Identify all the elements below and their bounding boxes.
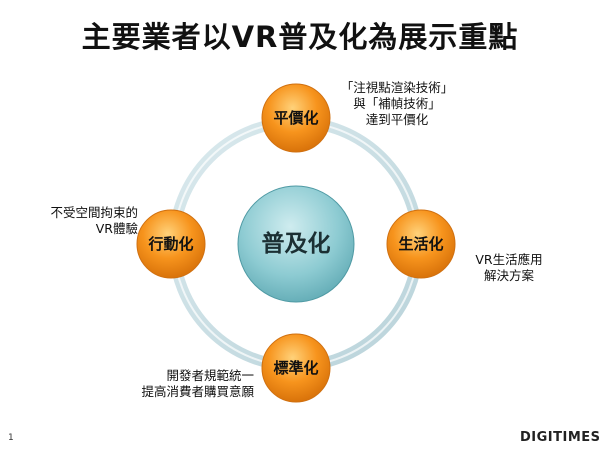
node-right-circle <box>386 209 456 279</box>
annotation-line: 「注視點渲染技術」 <box>340 80 454 95</box>
annotation-line: 達到平價化 <box>365 112 429 127</box>
node-left-circle <box>136 209 206 279</box>
annotation-left: 不受空間拘束的 VR體驗 <box>30 205 138 237</box>
annotation-line: 與「補幀技術」 <box>353 96 441 111</box>
center-label: 普及化 <box>261 231 331 257</box>
node-right-label: 生活化 <box>398 235 444 253</box>
annotation-line: 開發者規範統一 <box>166 368 254 383</box>
node-bottom-circle <box>261 333 331 403</box>
node-top-label: 平價化 <box>273 109 319 127</box>
annotation-bottom: 開發者規範統一 提高消費者購買意願 <box>114 368 254 400</box>
page-number: 1 <box>8 433 14 443</box>
annotation-line: VR生活應用 <box>475 252 543 267</box>
annotation-line: 不受空間拘束的 <box>50 205 138 220</box>
node-top-circle <box>261 83 331 153</box>
annotation-line: 提高消費者購買意願 <box>141 384 254 399</box>
annotation-line: VR體驗 <box>95 221 138 236</box>
annotation-line: 解決方案 <box>483 268 534 283</box>
node-left-label: 行動化 <box>148 235 194 253</box>
annotation-right: VR生活應用 解決方案 <box>470 252 548 284</box>
slide-title: 主要業者以VR普及化為展示重點 <box>81 20 519 54</box>
node-bottom-label: 標準化 <box>273 359 319 377</box>
digitimes-logo: DIGITIMES <box>520 430 600 445</box>
annotation-top: 「注視點渲染技術」 與「補幀技術」 達到平價化 <box>332 80 462 128</box>
center-circle <box>237 185 355 303</box>
